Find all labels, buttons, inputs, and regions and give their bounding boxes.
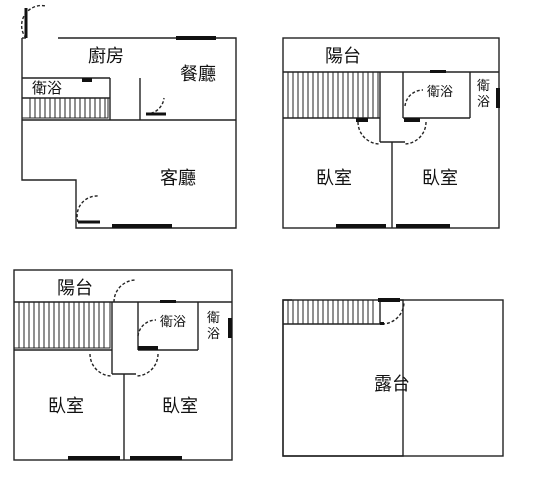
bath-door-arc: [404, 89, 424, 107]
dining-door-arc: [145, 97, 165, 115]
floor-3-plan: [13, 269, 233, 461]
room-label-balcony: 陽台: [57, 278, 93, 299]
entry-door-arc: [20, 4, 47, 39]
room-label-balcony: 陽台: [325, 46, 361, 67]
room-label-bedroom: 臥室: [316, 168, 352, 189]
room-label-bedroom: 臥室: [48, 396, 84, 417]
room-label-bedroom: 臥室: [162, 396, 198, 417]
living-door-arc: [76, 195, 99, 223]
floor-3-windows: [68, 300, 232, 460]
bedroom-door-arc: [403, 121, 427, 145]
floor-1-wall: [21, 37, 237, 229]
bath-label-char-2: 浴: [207, 327, 220, 342]
bath-door-arc: [137, 319, 157, 337]
room-label-bath: 衛浴: [427, 85, 453, 100]
terrace-door-arc: [381, 301, 405, 325]
floor-2-stairs: [282, 71, 379, 119]
room-label-bedroom: 臥室: [422, 168, 458, 189]
floor-1-stairs: [21, 97, 109, 119]
bath-label-char-2: 浴: [477, 95, 490, 110]
balcony-door-arc: [113, 279, 137, 303]
bedroom-door-arc: [89, 353, 113, 377]
bath-label-char-1: 衛: [477, 79, 490, 94]
floor-3-stairs: [13, 301, 111, 349]
room-label-bath: 衛浴: [160, 315, 186, 330]
room-label-terrace: 露台: [374, 374, 410, 395]
floor-4-windows: [378, 298, 400, 325]
room-label-bath: 衛浴: [32, 79, 62, 97]
floor-2-plan: [282, 37, 500, 229]
room-label-kitchen: 廚房: [88, 45, 124, 67]
room-label-bath-vertical: 衛 浴: [477, 79, 494, 110]
bath-label-char-1: 衛: [207, 311, 220, 326]
floor-4-stairs: [287, 300, 374, 324]
bedroom-door-arc: [135, 353, 159, 377]
floor-2-windows: [336, 70, 500, 228]
bedroom-door-arc: [357, 121, 381, 145]
room-label-dining: 餐廳: [180, 64, 216, 85]
room-label-living: 客廳: [160, 168, 196, 189]
floor-1-windows: [82, 36, 216, 228]
room-label-bath-vertical: 衛 浴: [207, 311, 224, 342]
